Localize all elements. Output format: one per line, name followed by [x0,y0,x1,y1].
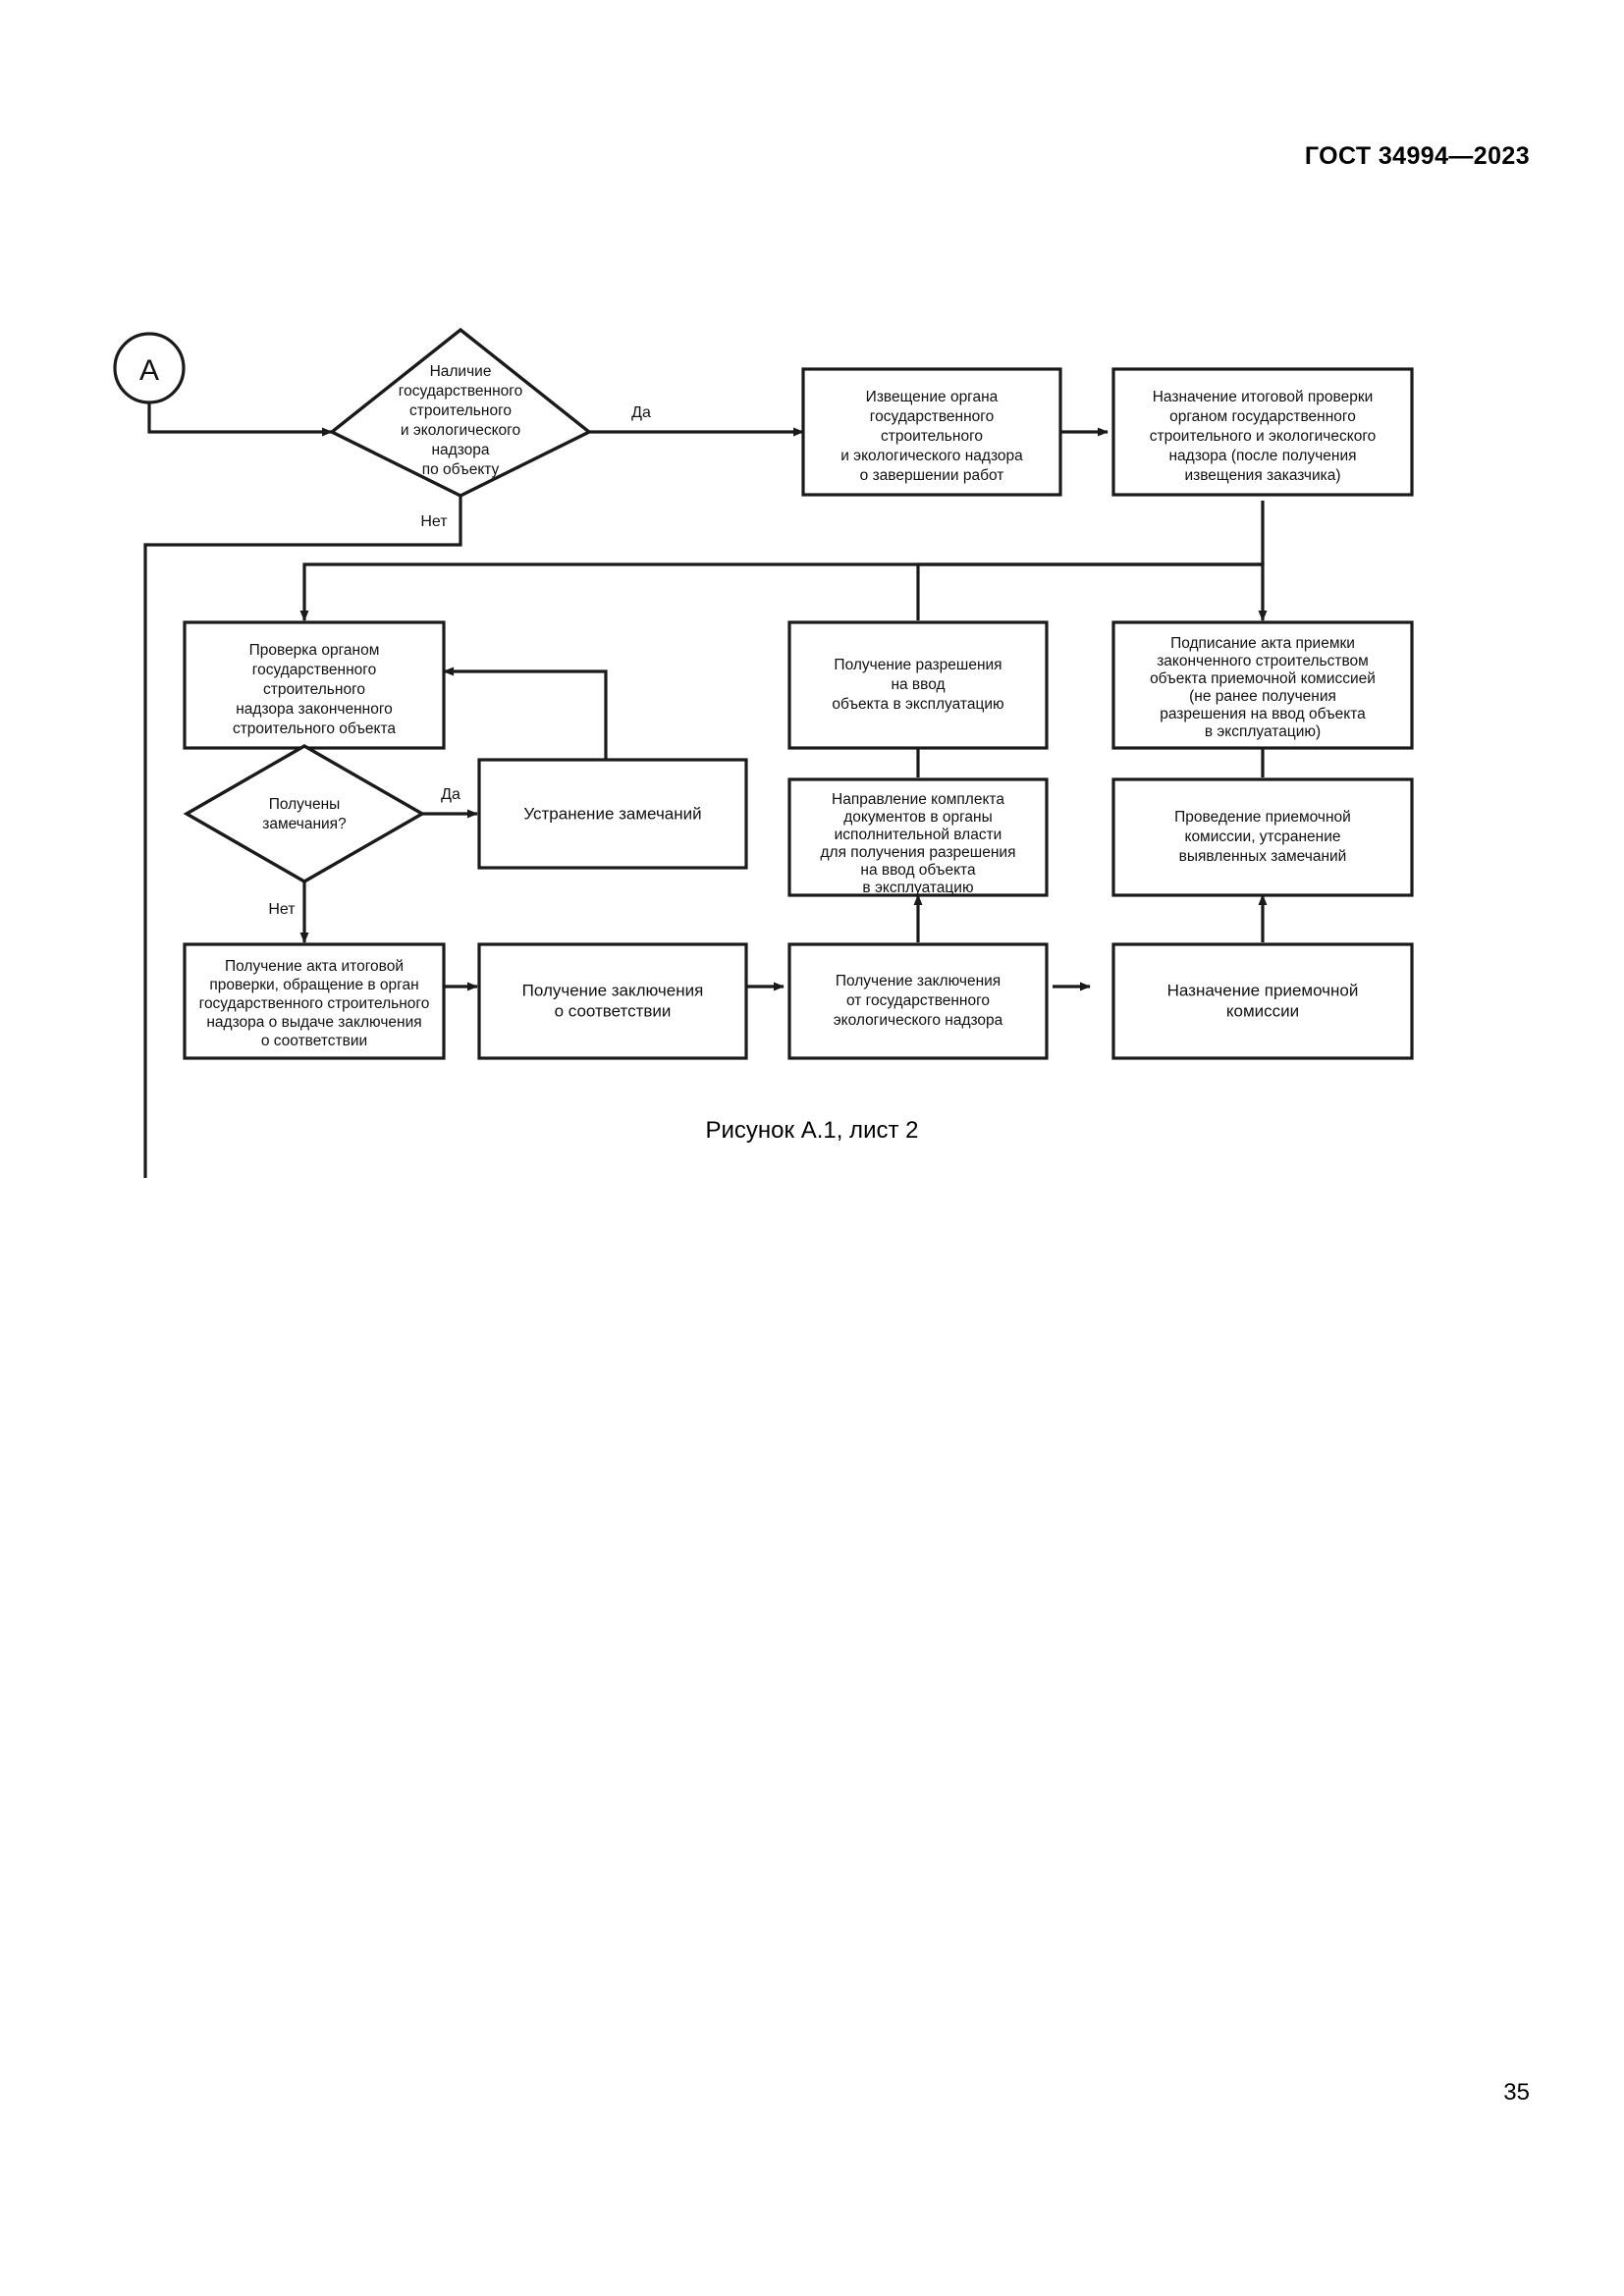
node-sign-acceptance-act [1111,620,1414,750]
connector-a-circle [113,332,186,404]
get-eco-line-1: от государственного [846,992,990,1009]
decision-supervision-line-5: по объекту [422,461,500,478]
get-final-act-line-2: государственного строительного [199,995,430,1012]
standard-header: ГОСТ 34994—2023 [1304,142,1530,170]
send-documents-line-2: исполнительной власти [835,827,1002,843]
get-final-act-line-1: проверки, обращение в орган [209,977,418,993]
conduct-commission-line-1: комиссии, утсранение [1184,828,1340,845]
notice-completion-line-1: государственного [870,408,994,425]
sign-acceptance-act-line-2: объекта приемочной комиссией [1150,670,1376,687]
node-permit-commissioning [787,620,1049,750]
decision-remarks-line-1: замечания? [262,816,347,832]
get-final-act-line-3: надзора о выдаче заключения [206,1014,421,1031]
assign-final-check-line-2: строительного и экологического [1150,428,1377,445]
inspection-by-body-line-0: Проверка органом [249,642,380,659]
permit-commissioning-line-0: Получение разрешения [834,657,1001,673]
node-assign-commission [1111,942,1414,1060]
assign-final-check-line-4: извещения заказчика) [1184,467,1340,484]
node-get-final-act [183,942,446,1060]
assign-commission-line-1: комиссии [1226,1001,1299,1020]
get-conformity-line-0: Получение заключения [522,981,704,999]
assign-final-check-line-1: органом государственного [1169,408,1356,425]
figure-caption: Рисунок А.1, лист 2 [705,1117,919,1144]
figure-a1-sheet2: А Наличие государственного строительного… [0,196,1624,1178]
edge-label-remarks-no: Нет [268,901,296,918]
inspection-by-body-line-4: строительного объекта [233,721,396,737]
sign-acceptance-act-line-4: разрешения на ввод объекта [1160,706,1366,722]
node-decision-remarks [183,744,426,883]
connector-a-label: А [139,354,159,387]
node-assign-final-check [1111,367,1414,497]
send-documents-line-5: в эксплуатацию [862,880,973,896]
get-final-act-line-0: Получение акта итоговой [225,958,404,975]
edge-label-supervision-no: Нет [420,513,448,530]
conduct-commission-line-2: выявленных замечаний [1179,848,1347,865]
sign-acceptance-act-line-5: в эксплуатацию) [1205,723,1321,740]
permit-commissioning-line-1: на ввод [891,676,945,693]
node-inspection-by-body [183,620,446,750]
send-documents-line-0: Направление комплекта [832,791,1004,808]
page-number: 35 [1503,2079,1530,2106]
node-get-conformity-conclusion [477,942,748,1060]
sign-acceptance-act-line-0: Подписание акта приемки [1170,635,1355,652]
decision-supervision-line-4: надзора [431,442,489,458]
flowchart-svg: А Наличие государственного строительного… [113,327,1414,1178]
edge-permit-to-sign [916,562,1268,621]
decision-supervision-line-0: Наличие [430,363,492,380]
inspection-by-body-line-1: государственного [252,662,376,678]
notice-completion-line-4: о завершении работ [860,467,1004,484]
notice-completion-line-2: строительного [881,428,983,445]
assign-final-check-line-0: Назначение итоговой проверки [1153,389,1374,405]
permit-commissioning-line-2: объекта в эксплуатацию [832,696,1003,713]
edge-assign-to-inspection [299,501,1265,621]
node-conduct-commission [1111,777,1414,897]
send-documents-line-1: документов в органы [843,809,993,826]
node-fix-remarks [477,758,748,870]
assign-final-check-line-3: надзора (после получения [1169,448,1357,464]
assign-commission-line-0: Назначение приемочной [1167,981,1359,999]
fix-remarks-line-0: Устранение замечаний [523,804,701,823]
decision-supervision-line-2: строительного [409,402,512,419]
edge-a-to-decision [147,402,333,437]
edge-fix-back-to-inspection [443,667,608,760]
decision-supervision-line-1: государственного [399,383,522,400]
edge-label-remarks-yes: Да [441,786,460,803]
edge-label-supervision-yes: Да [631,404,651,421]
get-eco-line-0: Получение заключения [836,973,1001,989]
sign-acceptance-act-line-3: (не ранее получения [1189,688,1336,705]
node-notice-completion [801,367,1062,497]
conduct-commission-line-0: Проведение приемочной [1174,809,1351,826]
decision-remarks-line-0: Получены [269,796,341,813]
edge-decision-no-loop [143,496,462,1178]
send-documents-line-4: на ввод объекта [860,862,976,879]
node-send-documents [787,777,1049,897]
node-decision-supervision [328,327,593,498]
notice-completion-line-0: Извещение органа [866,389,999,405]
get-eco-line-2: экологического надзора [834,1012,1003,1029]
get-final-act-line-4: о соответствии [261,1033,367,1049]
inspection-by-body-line-2: строительного [263,681,365,698]
decision-supervision-line-3: и экологического [401,422,520,439]
node-get-eco-conclusion [787,942,1049,1060]
get-conformity-line-1: о соответствии [555,1001,672,1020]
send-documents-line-3: для получения разрешения [821,844,1016,861]
notice-completion-line-3: и экологического надзора [840,448,1023,464]
sign-acceptance-act-line-1: законченного строительством [1157,653,1369,669]
inspection-by-body-line-3: надзора законченного [236,701,393,718]
